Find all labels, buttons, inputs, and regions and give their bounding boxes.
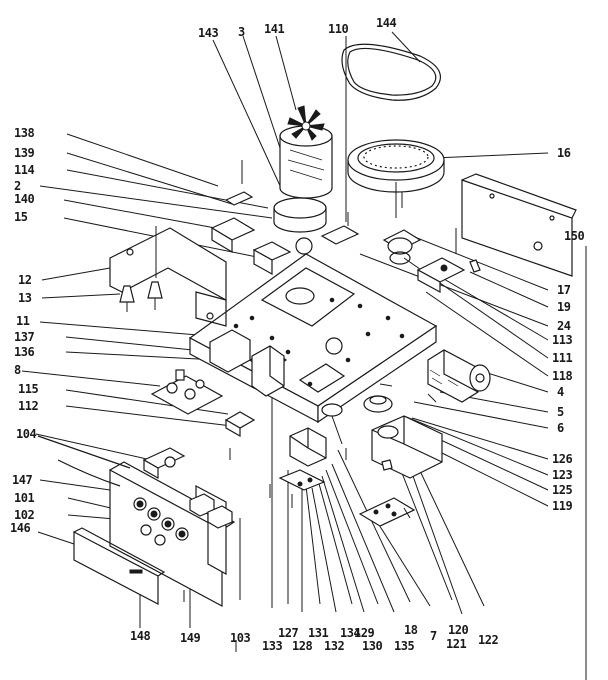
label-104: 104 xyxy=(16,427,36,441)
label-2: 2 xyxy=(14,179,21,193)
label-15: 15 xyxy=(14,210,28,224)
label-3: 3 xyxy=(238,25,245,39)
label-19: 19 xyxy=(557,300,571,314)
label-136: 136 xyxy=(14,345,34,359)
terminal-board-7 xyxy=(358,497,416,527)
label-146: 146 xyxy=(10,521,30,535)
timer-switch-18 xyxy=(278,427,327,491)
label-13: 13 xyxy=(18,291,32,305)
label-5: 5 xyxy=(557,405,564,419)
label-102: 102 xyxy=(14,508,34,522)
label-126: 126 xyxy=(552,452,572,466)
label-137: 137 xyxy=(14,330,34,344)
label-110: 110 xyxy=(328,22,348,36)
label-101: 101 xyxy=(14,491,34,505)
label-141: 141 xyxy=(264,22,284,36)
label-135: 135 xyxy=(394,639,414,653)
label-112: 112 xyxy=(18,399,38,413)
label-120: 120 xyxy=(448,623,468,637)
control-knobs-102 xyxy=(133,497,189,546)
label-115: 115 xyxy=(18,382,38,396)
label-139: 139 xyxy=(14,146,34,160)
label-18: 18 xyxy=(404,623,418,637)
label-119: 119 xyxy=(552,499,572,513)
control-panel-101 xyxy=(109,461,236,608)
label-4: 4 xyxy=(557,385,564,399)
fan-blades xyxy=(287,105,325,141)
back-panel-150 xyxy=(461,173,577,277)
switch-112 xyxy=(224,411,256,438)
part-labels: 143 3 141 110 144 138 139 114 2 140 15 1… xyxy=(10,16,585,653)
label-134: 134 xyxy=(340,626,360,640)
upper-mechanisms xyxy=(210,160,481,294)
power-cord-147 xyxy=(57,447,186,487)
label-129: 129 xyxy=(354,626,374,640)
support-bracket-12 xyxy=(109,226,227,327)
probe-104 xyxy=(37,435,176,469)
label-114: 114 xyxy=(14,163,34,177)
motor-bracket-ring-3 xyxy=(273,197,327,233)
gear-assembly xyxy=(321,395,443,479)
front-cover-146 xyxy=(73,527,166,605)
label-148: 148 xyxy=(130,629,150,643)
label-8: 8 xyxy=(14,363,21,377)
label-123: 123 xyxy=(552,468,572,482)
label-103: 103 xyxy=(230,631,250,645)
label-6: 6 xyxy=(557,421,564,435)
label-16: 16 xyxy=(557,146,571,160)
label-150: 150 xyxy=(564,229,584,243)
label-131: 131 xyxy=(308,626,328,640)
turntable-pulley-16 xyxy=(347,139,445,218)
rear-bracket-136 xyxy=(209,329,285,397)
label-144: 144 xyxy=(376,16,396,30)
label-132: 132 xyxy=(324,639,344,653)
drive-belt-144 xyxy=(341,43,441,101)
label-122: 122 xyxy=(478,633,498,647)
label-121: 121 xyxy=(446,637,466,651)
lamp-sockets-13 xyxy=(119,281,163,312)
label-111: 111 xyxy=(552,351,572,365)
label-12: 12 xyxy=(18,273,32,287)
label-140: 140 xyxy=(14,192,34,206)
fan-motor-assembly-141 xyxy=(279,105,333,199)
label-127: 127 xyxy=(278,626,298,640)
label-7: 7 xyxy=(430,629,437,643)
label-143: 143 xyxy=(198,26,218,40)
label-149: 149 xyxy=(180,631,200,645)
label-118: 118 xyxy=(552,369,572,383)
label-11: 11 xyxy=(16,314,30,328)
label-128: 128 xyxy=(292,639,312,653)
label-24: 24 xyxy=(557,319,571,333)
label-17: 17 xyxy=(557,283,571,297)
label-147: 147 xyxy=(12,473,32,487)
mounting-screws xyxy=(183,160,437,652)
relay-board-8 xyxy=(150,369,224,415)
label-138: 138 xyxy=(14,126,34,140)
label-133: 133 xyxy=(262,639,282,653)
drive-motor-4 xyxy=(427,349,491,403)
label-125: 125 xyxy=(552,483,572,497)
label-113: 113 xyxy=(552,333,572,347)
label-130: 130 xyxy=(362,639,382,653)
